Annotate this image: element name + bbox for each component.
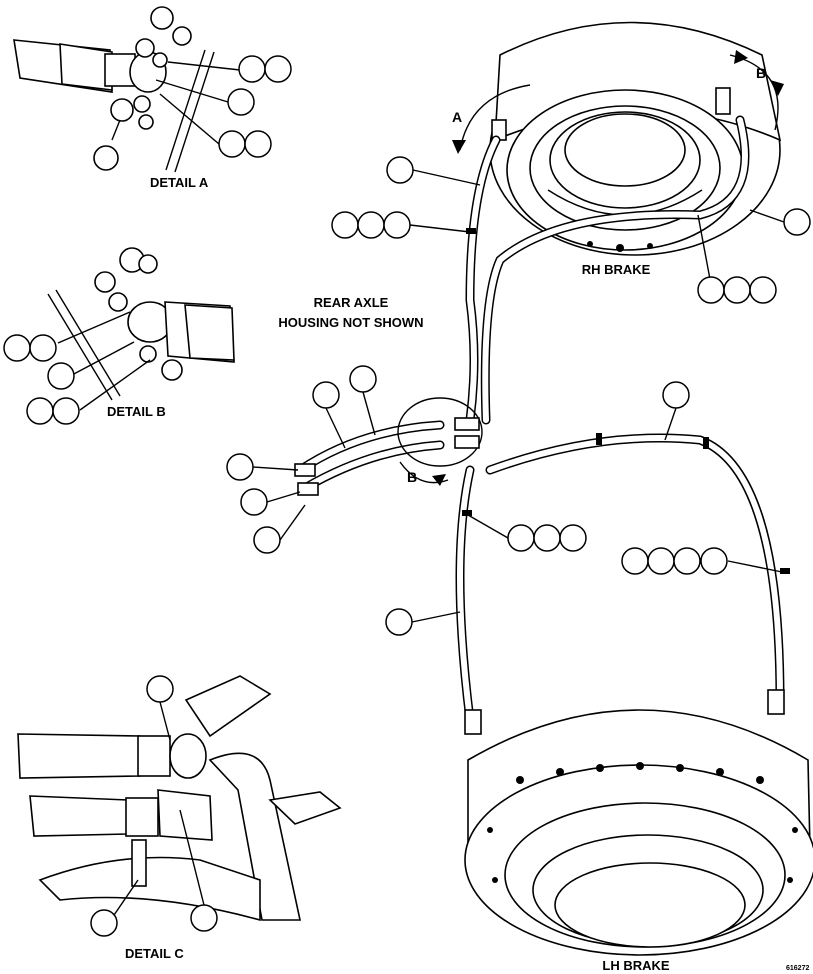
view-label-b-top: B xyxy=(756,65,766,81)
detail-c-label: DETAIL C xyxy=(125,946,184,961)
detail-a-label: DETAIL A xyxy=(150,175,209,190)
rh-brake-illustration xyxy=(489,21,782,256)
main-callouts xyxy=(226,156,811,636)
lh-brake-illustration xyxy=(464,689,813,956)
note-line-1: REAR AXLE xyxy=(314,295,389,310)
view-arrow-b-mid-head xyxy=(432,474,446,486)
detail-b-illustration xyxy=(47,247,235,411)
view-arrows-rh xyxy=(452,50,784,154)
lh-brake-label: LH BRAKE xyxy=(602,958,669,973)
view-label-a: A xyxy=(452,109,462,125)
brake-hoses xyxy=(294,115,790,725)
detail-c-callouts xyxy=(90,675,218,937)
view-label-b-mid: B xyxy=(407,469,417,485)
detail-c-illustration xyxy=(17,675,342,922)
figure-id: 616272 xyxy=(786,965,809,972)
detail-a-callouts xyxy=(218,55,292,158)
detail-b-label: DETAIL B xyxy=(107,404,166,419)
detail-b-callouts xyxy=(3,334,80,425)
detail-a-illustration xyxy=(13,6,241,173)
view-arrow-b-mid xyxy=(399,461,449,484)
rh-brake-label: RH BRAKE xyxy=(582,262,651,277)
note-line-2: HOUSING NOT SHOWN xyxy=(278,315,423,330)
